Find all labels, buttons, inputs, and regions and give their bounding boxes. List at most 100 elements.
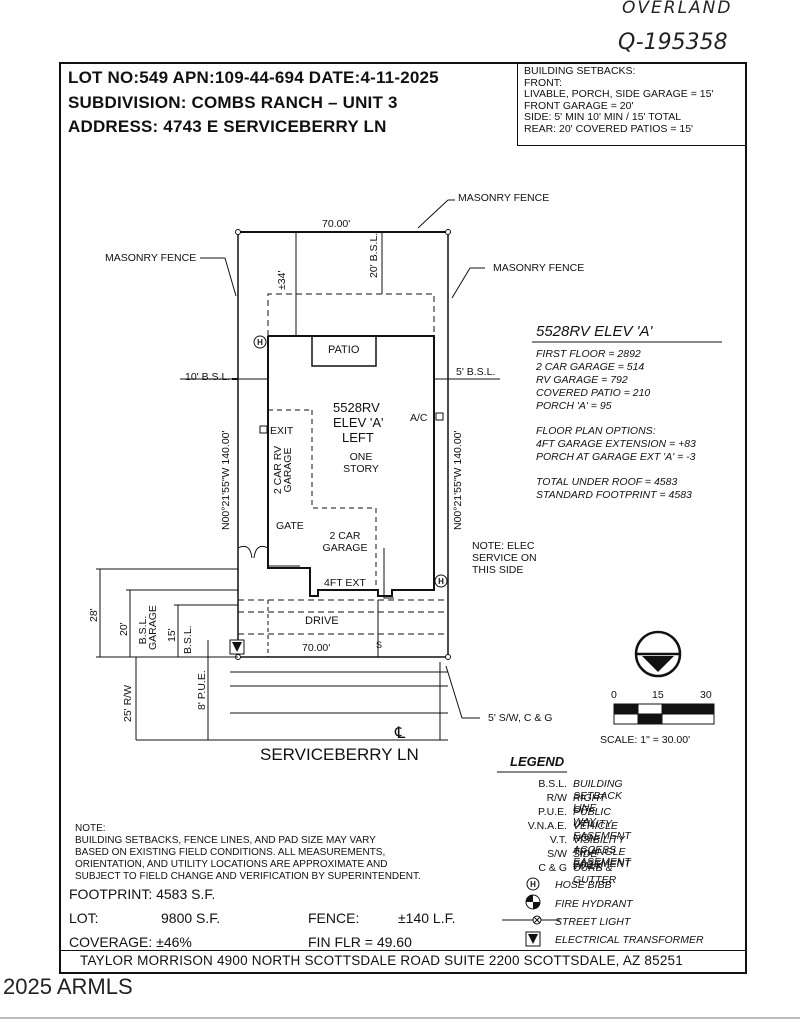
patio-label: PATIO — [328, 344, 360, 356]
legend-desc: SIDE WALK — [573, 848, 603, 872]
elevation-item: 2 CAR GARAGE = 514 — [536, 361, 645, 373]
rear-setback: 20' B.S.L. — [368, 232, 380, 278]
rv-garage-label: 2 CAR RV GARAGE — [272, 445, 294, 495]
floor-plan-option: 4FT GARAGE EXTENSION = +83 — [536, 438, 696, 450]
builder-address-bar — [61, 950, 745, 951]
note-line: BUILDING SETBACKS, FENCE LINES, AND PAD … — [75, 835, 376, 846]
lot-width-bottom: 70.00' — [302, 642, 331, 654]
finish-floor-stat: FIN FLR = 49.60 — [308, 934, 412, 950]
legend-abbr: R/W — [546, 792, 567, 804]
hose-bibb-icon: HOSE BIBB — [555, 879, 612, 891]
s-mark: S — [376, 640, 383, 650]
setback-line: FRONT: — [524, 76, 562, 89]
elevation-title: 5528RV ELEV 'A' — [536, 323, 653, 340]
legend-title: LEGEND — [510, 754, 565, 769]
right-setback: 5' B.S.L. — [456, 366, 496, 378]
fire-hydrant-icon: FIRE HYDRANT — [555, 898, 633, 910]
footprint-stat: FOOTPRINT: 4583 S.F. — [69, 886, 216, 902]
setback-line: FRONT GARAGE = 20' — [524, 99, 634, 112]
svg-text:H: H — [438, 577, 444, 586]
legend-abbr: C & G — [538, 862, 567, 874]
street-name: SERVICEBERRY LN — [260, 745, 419, 764]
builder-address: TAYLOR MORRISON 4900 NORTH SCOTTSDALE RO… — [80, 953, 683, 968]
elec-service-note: NOTE: ELEC SERVICE ON THIS SIDE — [472, 540, 537, 576]
coverage-stat: COVERAGE: ±46% — [69, 934, 192, 950]
dim-20: 20' — [118, 622, 130, 636]
legend-desc: BUILDING SETBACK LINE — [573, 778, 623, 814]
exit-label: EXIT — [270, 425, 294, 437]
house-model: 5528RV — [333, 400, 380, 415]
legend-desc: PUBLIC UTILITY EASEMENT — [573, 806, 631, 842]
lot-value: 9800 S.F. — [161, 910, 221, 926]
fence-value: ±140 L.F. — [398, 910, 456, 926]
note-line: ORIENTATION, AND UTILITY LOCATIONS ARE A… — [75, 859, 388, 870]
rear-dimension: ±34' — [276, 270, 288, 290]
svg-text:H: H — [530, 880, 536, 889]
drive-label: DRIVE — [305, 615, 339, 627]
garage-extension-label: 4FT EXT — [324, 577, 366, 589]
standard-footprint: STANDARD FOOTPRINT = 4583 — [536, 489, 692, 501]
setbacks-title: BUILDING SETBACKS: — [524, 65, 636, 77]
legend-desc: RIGHT OF WAY — [573, 792, 606, 828]
ac-label: A/C — [410, 412, 428, 424]
lot-label: LOT: — [69, 910, 99, 926]
legend-desc: VEHICLE NON-ACCESS EASEMENT — [573, 820, 631, 868]
elevation-item: RV GARAGE = 792 — [536, 374, 628, 386]
legend-abbr: V.N.A.E. — [527, 820, 567, 832]
elevation-item: PORCH 'A' = 95 — [536, 400, 612, 412]
address-line: ADDRESS: 4743 E SERVICEBERRY LN — [68, 117, 387, 136]
legend-desc: VISIBILITY TRIANGLE EASEMENT — [573, 834, 631, 870]
total-under-roof: TOTAL UNDER ROOF = 4583 — [536, 476, 678, 488]
handwritten-code: Q-195358 — [618, 30, 728, 55]
bsl-small: B.S.L. — [182, 625, 194, 654]
scale-label: SCALE: 1" = 30.00' — [600, 734, 691, 746]
fence-label: FENCE: — [308, 910, 360, 926]
setback-line: SIDE: 5' MIN 10' MIN / 15' TOTAL — [524, 111, 682, 123]
setback-line: LIVABLE, PORCH, SIDE GARAGE = 15' — [524, 88, 714, 100]
subdivision-line: SUBDIVISION: COMBS RANCH – UNIT 3 — [68, 93, 398, 112]
house-elevation: ELEV 'A' — [333, 415, 384, 430]
handwritten-overland: OVERLAND — [622, 0, 733, 18]
house-stories: ONE STORY — [343, 451, 379, 475]
street-light-icon: STREET LIGHT — [555, 916, 631, 928]
svg-text:℄: ℄ — [394, 725, 406, 742]
note-line: SUBJECT TO FIELD CHANGE AND VERIFICATION… — [75, 871, 421, 882]
lot-info-line: LOT NO:549 APN:109-44-694 DATE:4-11-2025 — [68, 68, 439, 87]
left-bearing: N00°21'55"W 140.00' — [220, 430, 232, 531]
floor-plan-options-title: FLOOR PLAN OPTIONS: — [536, 425, 656, 437]
house-hand: LEFT — [342, 430, 374, 445]
svg-text:H: H — [257, 338, 263, 347]
scale-tick-15: 15 — [652, 689, 664, 701]
scale-tick-0: 0 — [611, 689, 617, 701]
dim-15: 15' — [166, 628, 178, 642]
floor-plan-option: PORCH AT GARAGE EXT 'A' = -3 — [536, 451, 696, 463]
pue-label: 8' P.U.E. — [196, 670, 208, 710]
sidewalk-label: 5' S/W, C & G — [488, 712, 553, 724]
legend-desc: CURB & GUTTER — [573, 862, 617, 886]
right-bearing: N00°21'55"W 140.00' — [452, 430, 464, 531]
masonry-fence-label-left: MASONRY FENCE — [105, 252, 197, 264]
lot-width-top: 70.00' — [322, 218, 351, 230]
note-title: NOTE: — [75, 823, 106, 834]
legend-abbr: B.S.L. — [538, 778, 567, 790]
gate-label: GATE — [276, 520, 304, 532]
masonry-fence-label-top: MASONRY FENCE — [458, 192, 550, 204]
legend-abbr: V.T. — [549, 834, 567, 846]
setback-line: REAR: 20' COVERED PATIOS = 15' — [524, 122, 694, 135]
legend-abbr: S/W — [547, 848, 567, 860]
car-garage-label: 2 CAR GARAGE — [322, 530, 368, 554]
elevation-item: COVERED PATIO = 210 — [536, 387, 651, 399]
bsl-garage: B.S.L. GARAGE — [137, 605, 159, 650]
armls-watermark: 2025 ARMLS — [3, 974, 133, 999]
scale-tick-30: 30 — [700, 689, 712, 701]
plot-plan-sheet — [59, 62, 747, 974]
masonry-fence-label-right: MASONRY FENCE — [493, 262, 585, 274]
rw-label: 25' R/W — [122, 684, 134, 722]
legend-abbr: P.U.E. — [538, 806, 567, 818]
note-line: BASED ON EXISTING FIELD CONDITIONS. ALL … — [75, 847, 386, 858]
electrical-transformer-icon: ELECTRICAL TRANSFORMER — [555, 934, 704, 946]
elevation-item: FIRST FLOOR = 2892 — [536, 348, 641, 360]
building-setbacks-box: BUILDING SETBACKS: FRONT: LIVABLE, PORCH… — [517, 64, 745, 146]
dim-28: 28' — [88, 608, 100, 622]
